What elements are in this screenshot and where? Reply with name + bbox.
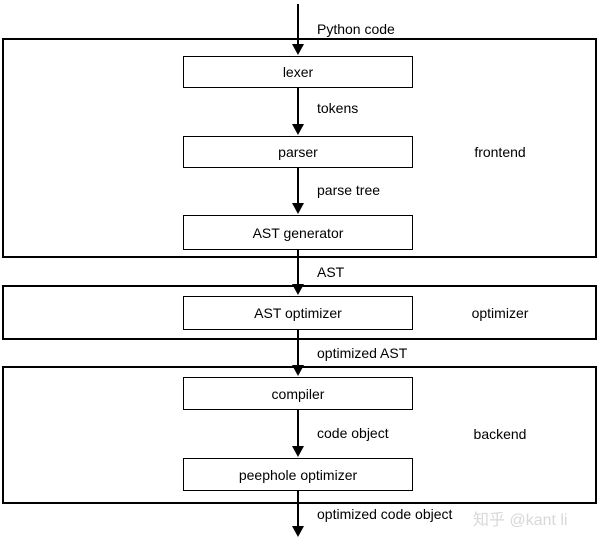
frontend-region-box	[2, 38, 597, 258]
arrow-shaft	[297, 330, 299, 368]
arrow-ast-optimizer-to-compiler	[292, 330, 304, 376]
arrow-ast-generator-to-ast-optimizer	[292, 250, 304, 295]
arrow-parser-to-ast-generator	[292, 168, 304, 214]
arrow-shaft	[297, 491, 299, 529]
node-ast-optimizer: AST optimizer	[183, 296, 413, 330]
arrow-shaft	[297, 4, 299, 47]
arrow-shaft	[297, 250, 299, 287]
edge-label-python-code: Python code	[317, 21, 397, 37]
region-label-optimizer: optimizer	[471, 305, 529, 321]
edge-label-code-object: code object	[317, 425, 391, 441]
node-peephole-optimizer: peephole optimizer	[183, 458, 413, 491]
arrow-lexer-to-parser	[292, 88, 304, 135]
node-compiler: compiler	[183, 377, 413, 410]
arrow-input-to-lexer	[292, 4, 304, 55]
edge-label-optimized-ast: optimized AST	[317, 345, 410, 361]
arrow-head-icon	[292, 124, 304, 135]
arrow-head-icon	[292, 44, 304, 55]
arrow-shaft	[297, 410, 299, 449]
arrow-head-icon	[292, 526, 304, 537]
arrow-head-icon	[292, 284, 304, 295]
edge-label-optimized-code-object: optimized code object	[317, 506, 455, 522]
region-label-backend: backend	[473, 426, 527, 442]
region-label-frontend: frontend	[474, 144, 526, 160]
edge-label-tokens: tokens	[317, 100, 361, 116]
node-parser: parser	[183, 136, 413, 168]
arrow-shaft	[297, 168, 299, 206]
node-ast-generator: AST generator	[183, 215, 413, 250]
arrow-head-icon	[292, 365, 304, 376]
zhihu-watermark: 知乎 @kant li	[473, 512, 568, 529]
edge-label-parse-tree: parse tree	[317, 182, 383, 198]
node-lexer: lexer	[183, 56, 413, 88]
arrow-compiler-to-peephole	[292, 410, 304, 457]
arrow-head-icon	[292, 203, 304, 214]
edge-label-ast: AST	[317, 264, 347, 280]
arrow-shaft	[297, 88, 299, 127]
arrow-peephole-to-output	[292, 491, 304, 537]
arrow-head-icon	[292, 446, 304, 457]
